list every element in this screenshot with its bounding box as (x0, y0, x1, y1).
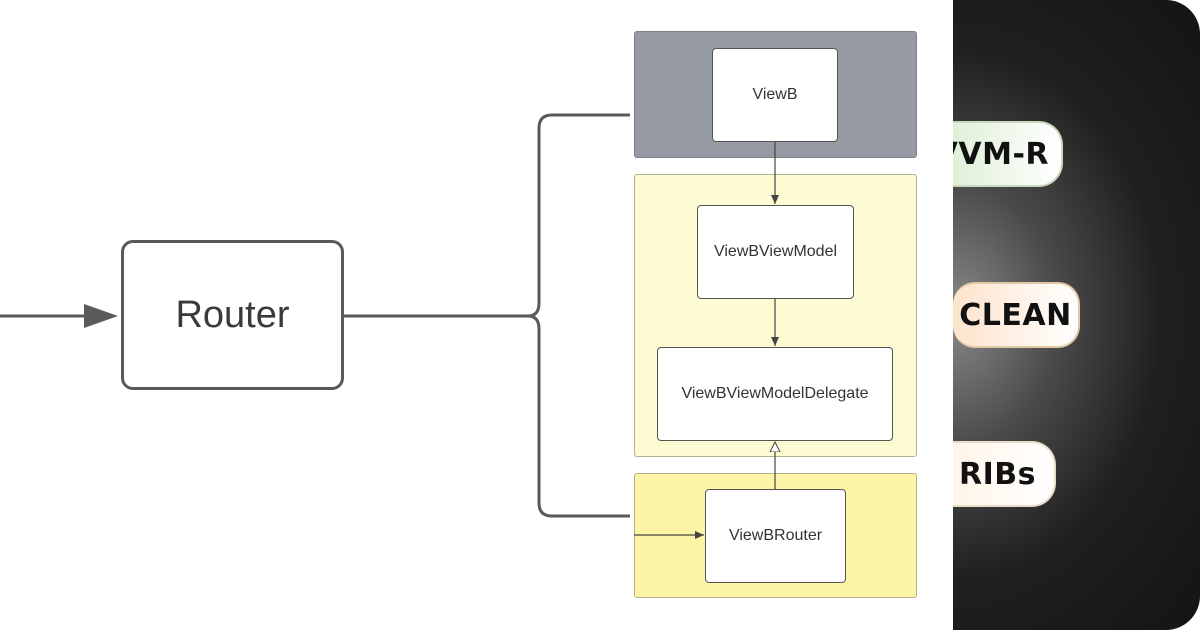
pill-mvvm-r: MVVM-R (953, 121, 1063, 187)
pill-ribs-label: RIBs (959, 456, 1036, 492)
pill-clean: CLEAN (953, 282, 1080, 348)
router-label: Router (175, 293, 290, 336)
node-view-b-view-model-delegate-label: ViewBViewModelDelegate (681, 385, 869, 402)
router-box: Router (121, 240, 344, 390)
connector-lines (0, 113, 630, 518)
pill-mvvm-r-label: MVVM-R (953, 136, 1049, 172)
node-view-b-router-label: ViewBRouter (728, 527, 823, 544)
node-view-b-view-model-label: ViewBViewModel (713, 243, 838, 260)
node-view-b-router: ViewBRouter (705, 489, 846, 583)
node-view-b: ViewB (712, 48, 838, 142)
pill-ribs: RIBs (953, 441, 1056, 507)
architecture-side-panel: MVVM-R CLEAN RIBs (953, 0, 1200, 630)
node-view-b-label: ViewB (752, 86, 798, 103)
node-view-b-view-model-delegate: ViewBViewModelDelegate (657, 347, 893, 441)
node-arrows (634, 142, 953, 539)
pill-clean-label: CLEAN (959, 297, 1072, 333)
node-view-b-view-model: ViewBViewModel (697, 205, 854, 299)
